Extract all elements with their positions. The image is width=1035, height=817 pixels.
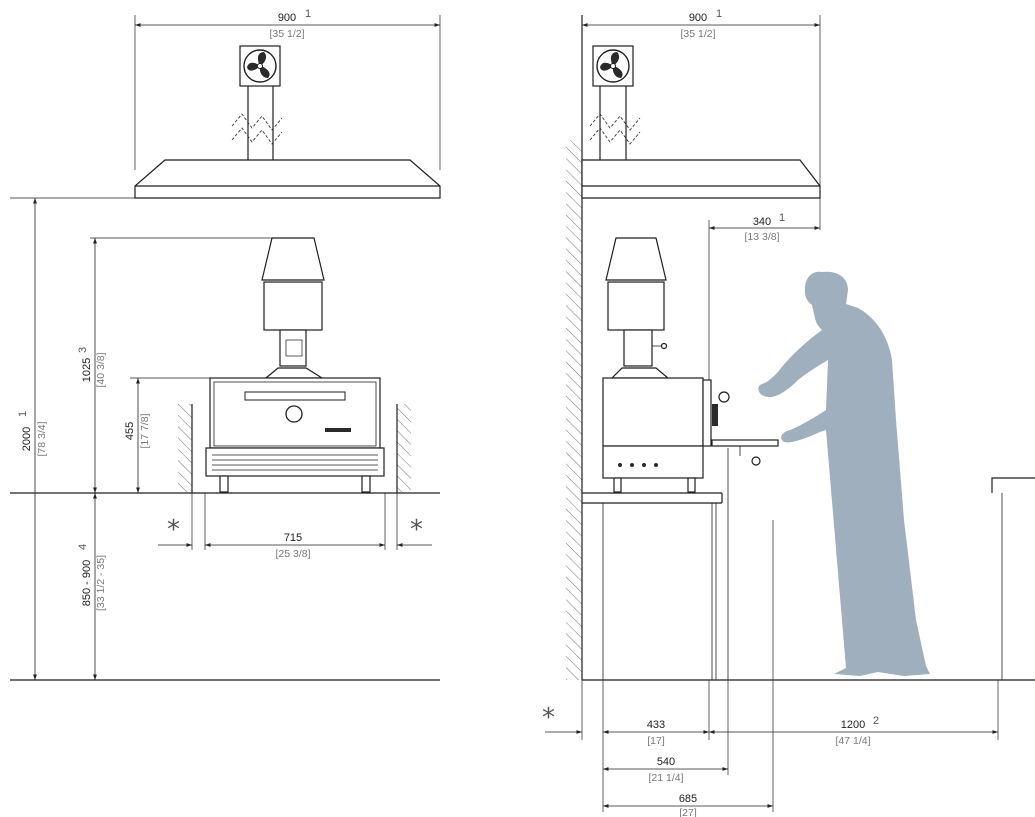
dim-value: 1200 — [841, 719, 865, 731]
front-hood — [134, 15, 441, 199]
dim-total-height: 2000 1 [78 3/4] — [17, 198, 48, 680]
dim-value: 715 — [284, 532, 302, 544]
dim-imperial: [35 1/2] — [269, 28, 304, 40]
dim-value: 455 — [124, 422, 136, 440]
dim-value: 900 — [689, 12, 707, 24]
side-view: 900 1 [35 1/2] 340 1 [13 3/8] — [542, 8, 1035, 817]
fan-icon — [592, 45, 634, 87]
dim-imperial: [78 3/4] — [36, 421, 48, 456]
dim-value: 540 — [657, 756, 675, 768]
dim-imperial: [40 3/8] — [95, 352, 107, 387]
dim-imperial: [21 1/4] — [648, 772, 683, 784]
dim-note: 4 — [77, 544, 89, 550]
dim-imperial: [17] — [647, 735, 665, 747]
dim-oven-width: 715 [25 3/8] * * — [158, 493, 432, 560]
oven-side — [602, 237, 779, 493]
fan-icon — [239, 45, 281, 87]
dim-clearance-front: 1200 2 [47 1/4] — [709, 715, 998, 747]
dim-value: 433 — [647, 719, 665, 731]
dim-hood-offset-side: 340 1 [13 3/8] — [708, 212, 820, 380]
wall-left — [178, 404, 193, 493]
dim-note: 1 — [779, 212, 785, 224]
dim-value: 850 - 900 — [81, 560, 93, 606]
person-silhouette — [758, 271, 930, 676]
dim-value: 2000 — [21, 427, 33, 451]
dim-note: 3 — [77, 347, 89, 353]
front-view: 900 1 [35 1/2] — [10, 8, 441, 681]
dim-value: 685 — [679, 793, 697, 805]
dim-imperial: [33 1/2 - 35] — [95, 555, 107, 611]
clearance-mark-right: * — [410, 515, 423, 545]
dim-value: 340 — [753, 216, 771, 228]
clearance-mark-left: * — [167, 515, 180, 545]
clearance-mark-back: * — [542, 703, 555, 733]
dim-imperial: [17 7/8] — [139, 413, 151, 448]
counter — [582, 448, 1035, 681]
dim-imperial: [13 3/8] — [744, 231, 779, 243]
dim-depth-433: 433 [17] — [603, 719, 709, 747]
dim-counter-height: 850 - 900 4 [33 1/2 - 35] — [77, 493, 107, 680]
bottom-dimensions: * 433 [17] 1200 2 [47 1/4] 540 [21 1/4] … — [542, 520, 999, 817]
dim-imperial: [47 1/4] — [835, 735, 870, 747]
dim-value: 1025 — [81, 358, 93, 382]
dim-hood-width-front: 900 1 [35 1/2] — [135, 8, 440, 40]
back-wall — [566, 15, 583, 680]
dim-imperial: [25 3/8] — [275, 548, 310, 560]
dim-depth-540: 540 [21 1/4] — [603, 756, 728, 784]
dim-note: 1 — [305, 8, 311, 20]
wall-right — [396, 404, 411, 493]
dim-imperial: [27] — [679, 807, 697, 817]
dim-depth-685: 685 [27] — [603, 793, 773, 817]
dim-hood-width-side: 900 1 [35 1/2] — [582, 8, 820, 40]
dim-oven-body-height: 455 [17 7/8] — [124, 378, 151, 493]
dim-oven-height-chimney: 1025 3 [40 3/8] — [77, 238, 107, 493]
dim-value: 900 — [278, 12, 296, 24]
dim-note: 2 — [873, 715, 879, 727]
dim-note: 1 — [716, 8, 722, 20]
oven-front — [205, 237, 385, 493]
dim-imperial: [35 1/2] — [680, 28, 715, 40]
dim-note: 1 — [17, 411, 29, 417]
side-hood — [581, 45, 821, 199]
